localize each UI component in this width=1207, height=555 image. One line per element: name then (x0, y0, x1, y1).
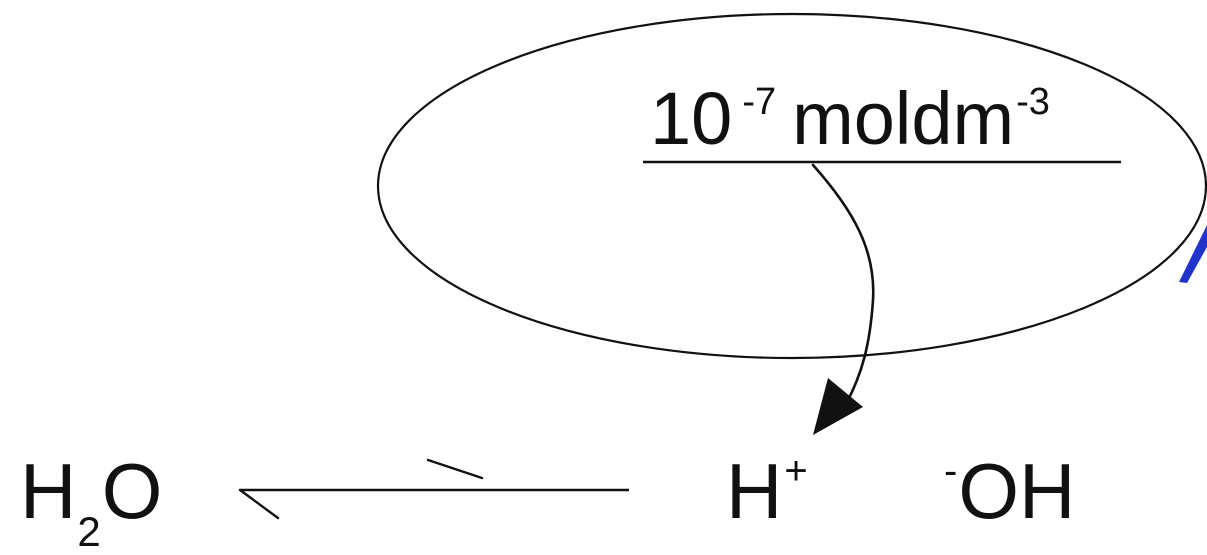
hydroxide-base: OH (958, 447, 1076, 535)
concentration-exponent: -7 (742, 81, 777, 123)
curved-arrow-head-icon (813, 378, 863, 435)
hydroxide-formula: -OH (944, 449, 1075, 530)
accent-mark (1179, 225, 1207, 283)
proton-charge: + (784, 449, 808, 493)
concentration-prefix: 10 (650, 77, 733, 160)
water-subscript: 2 (77, 508, 101, 555)
hydroxide-charge: - (944, 449, 958, 493)
concentration-unit: moldm (792, 77, 1015, 160)
water-formula: H2O (20, 452, 162, 553)
curved-arrow (811, 163, 875, 406)
water-hydrogen: H (20, 447, 77, 535)
unit-exponent: -3 (1016, 81, 1050, 123)
proton-formula: H+ (726, 449, 808, 530)
highlight-ellipse (377, 12, 1207, 360)
equilibrium-forward-barb (426, 458, 484, 480)
equilibrium-reverse-barb (238, 488, 280, 520)
proton-base: H (726, 447, 783, 535)
diagram-canvas (238, 12, 1207, 520)
water-oxygen: O (101, 447, 163, 535)
